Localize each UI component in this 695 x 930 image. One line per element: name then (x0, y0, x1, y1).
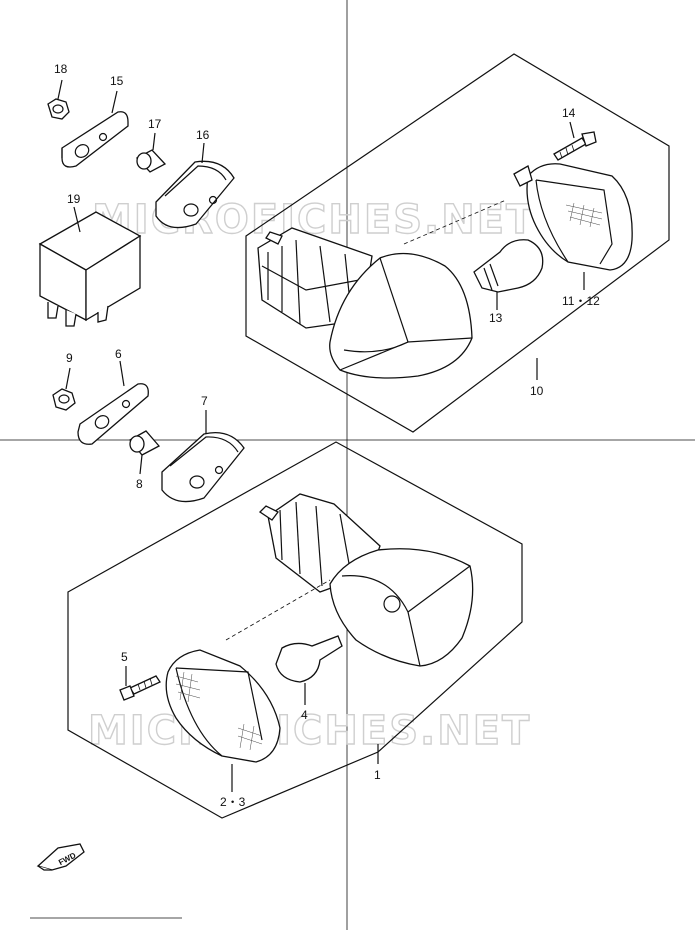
callout-9: 9 (66, 351, 73, 365)
assembly-1-housing (258, 493, 474, 667)
part-8-collar (129, 430, 161, 475)
callout-4: 4 (301, 708, 308, 722)
callout-11-12: 11・12 (562, 294, 600, 308)
part-14-screw (553, 121, 597, 161)
assembly-10-dash (403, 199, 507, 245)
callout-5: 5 (121, 650, 128, 664)
callout-18: 18 (54, 62, 68, 76)
callout-17: 17 (148, 117, 162, 131)
part-5-screw (119, 666, 161, 701)
part-16-gasket (155, 142, 235, 229)
callout-1: 1 (374, 768, 381, 782)
callout-13: 13 (489, 311, 503, 325)
fwd-arrow-icon: FWD (36, 843, 85, 871)
assembly-10-housing (257, 227, 473, 379)
part-17-collar (135, 132, 167, 173)
part-15-plate (61, 90, 129, 168)
part-9-nut (52, 367, 76, 411)
part-6-plate (77, 360, 149, 445)
callout-19: 19 (67, 192, 81, 206)
part-19-relay (38, 206, 142, 327)
assembly-10-box (245, 53, 670, 433)
assembly-1-box (67, 441, 523, 819)
assembly-1-bulb-4 (275, 635, 343, 705)
callout-14: 14 (562, 106, 576, 120)
callout-6: 6 (115, 347, 122, 361)
part-18-nut (47, 79, 70, 120)
callout-7: 7 (201, 394, 208, 408)
part-7-gasket (161, 410, 245, 503)
callout-15: 15 (110, 74, 124, 88)
assembly-1-dash (225, 579, 331, 641)
assembly-1-lens-2-3 (165, 649, 281, 792)
watermark-bottom: MICROFICHES.NET (88, 708, 531, 754)
assembly-10-bulb-13 (473, 239, 544, 310)
assembly-10-lens-11-12 (513, 163, 633, 290)
callout-8: 8 (136, 477, 143, 491)
callout-2-3: 2・3 (220, 795, 246, 809)
callout-16: 16 (196, 128, 210, 142)
callout-10: 10 (530, 384, 544, 398)
